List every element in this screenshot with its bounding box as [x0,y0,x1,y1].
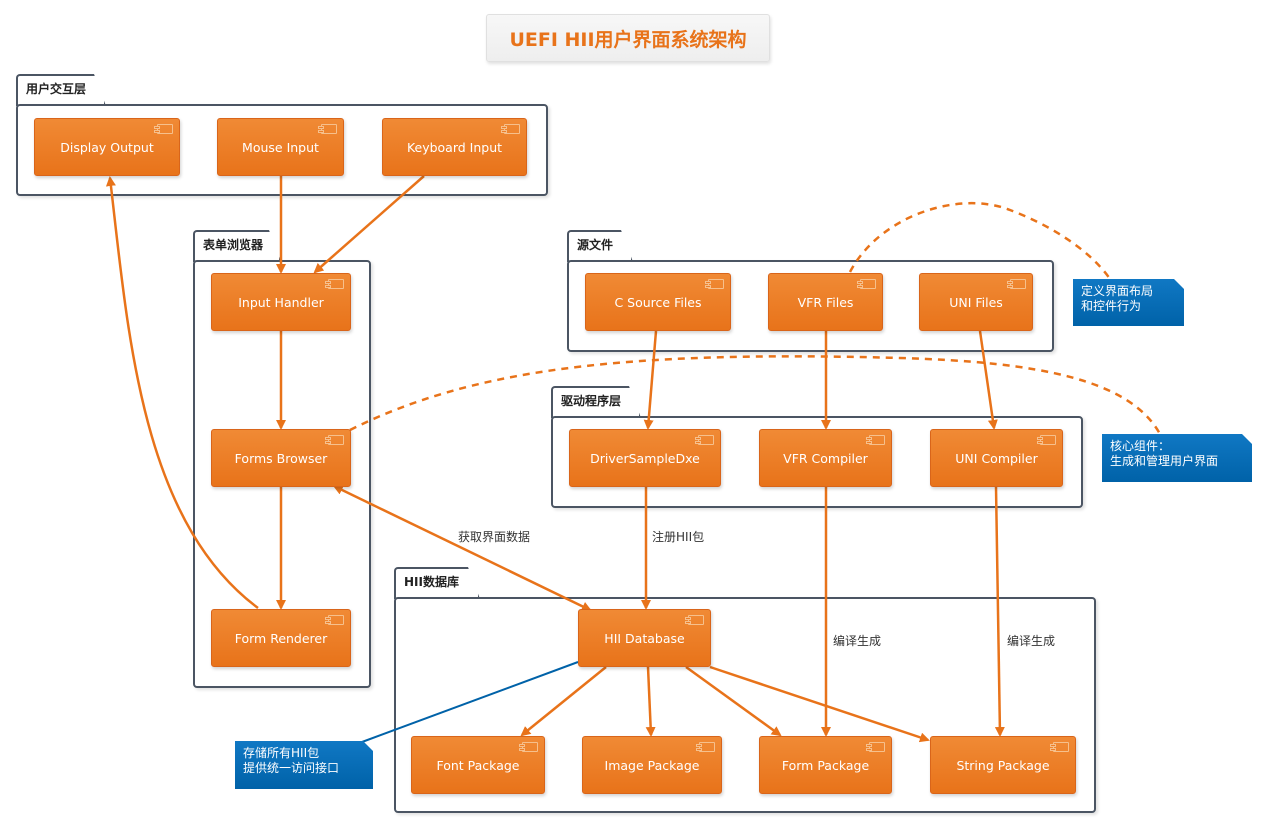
edge-database-to-font [520,666,607,737]
edge-database-to-form [685,665,782,737]
note-link-vfr [848,202,1112,280]
component-label: UNI Compiler [955,450,1038,466]
note-forms-browser: 核心组件： 生成和管理用户界面 [1102,434,1252,482]
note-hii-database: 存储所有HII包 提供统一访问接口 [235,741,373,789]
component-uni-files[interactable]: UNI Files [919,273,1033,331]
package-tab-driver-layer: 驱动程序层 [551,386,641,418]
component-icon [705,279,724,289]
component-uni-compiler[interactable]: UNI Compiler [930,429,1063,487]
edge-label-compile-vfr: 编译生成 [833,634,882,648]
edge-browser-database [332,485,592,612]
note-link-forms-browser [349,355,1162,435]
component-label: Mouse Input [242,139,319,155]
edge-keyboard-to-input-handler [313,175,425,274]
package-tab-form-browser: 表单浏览器 [193,230,281,262]
edge-database-to-string [709,665,930,743]
component-mouse-input[interactable]: Mouse Input [217,118,344,176]
component-hii-database[interactable]: HII Database [578,609,711,667]
edge-database-to-image [645,666,656,737]
diagram-title: UEFI HII用户界面系统架构 [486,14,770,62]
component-keyboard-input[interactable]: Keyboard Input [382,118,527,176]
component-icon [1007,279,1026,289]
component-label: C Source Files [614,294,702,310]
component-string-package[interactable]: String Package [930,736,1076,794]
component-icon [685,615,704,625]
component-icon [1037,435,1056,445]
component-icon [519,742,538,752]
component-label: DriverSampleDxe [590,450,700,466]
note-line: 提供统一访问接口 [243,761,340,775]
component-label: Image Package [604,757,700,773]
component-label: VFR Files [797,294,854,310]
note-line: 存储所有HII包 [243,746,320,760]
note-line: 定义界面布局 [1081,284,1154,298]
component-label: Display Output [60,139,154,155]
component-icon [325,279,344,289]
package-tab-user-interaction: 用户交互层 [16,74,106,106]
component-vfr-files[interactable]: VFR Files [768,273,883,331]
component-label: Form Package [781,757,870,773]
component-icon [1050,742,1069,752]
component-label: Forms Browser [234,450,328,466]
component-display-output[interactable]: Display Output [34,118,180,176]
component-forms-browser[interactable]: Forms Browser [211,429,351,487]
component-label: Form Renderer [234,630,328,646]
component-image-package[interactable]: Image Package [582,736,722,794]
component-label: String Package [956,757,1050,773]
component-icon [696,742,715,752]
note-line: 和控件行为 [1081,299,1142,313]
component-icon [695,435,714,445]
note-link-database [361,661,579,743]
component-icon [325,435,344,445]
component-font-package[interactable]: Font Package [411,736,545,794]
component-icon [866,742,885,752]
note-line: 生成和管理用户界面 [1110,454,1219,468]
component-label: HII Database [604,630,685,646]
component-label: VFR Compiler [783,450,868,466]
component-form-package[interactable]: Form Package [759,736,892,794]
edge-uni-compiler-to-string-package [994,486,1005,737]
component-input-handler[interactable]: Input Handler [211,273,351,331]
component-label: Font Package [436,757,520,773]
component-icon [857,279,876,289]
edge-label-get-ui-data: 获取界面数据 [458,530,531,544]
component-icon [154,124,173,134]
component-label: UNI Files [949,294,1003,310]
note-line: 核心组件： [1110,439,1171,453]
component-c-source-files[interactable]: C Source Files [585,273,731,331]
edge-uni-to-compiler [978,330,998,430]
component-icon [325,615,344,625]
edge-renderer-to-display [105,176,259,610]
edge-csource-to-driver [643,330,658,430]
edge-label-register-hii: 注册HII包 [652,530,705,544]
component-icon [866,435,885,445]
edge-label-compile-uni: 编译生成 [1007,634,1056,648]
component-icon [501,124,520,134]
package-tab-source-files: 源文件 [567,230,633,262]
component-label: Keyboard Input [406,139,503,155]
component-form-renderer[interactable]: Form Renderer [211,609,351,667]
component-label: Input Handler [238,294,324,310]
component-icon [318,124,337,134]
note-vfr-files: 定义界面布局 和控件行为 [1073,279,1184,326]
component-vfr-compiler[interactable]: VFR Compiler [759,429,892,487]
component-driver-sample-dxe[interactable]: DriverSampleDxe [569,429,721,487]
